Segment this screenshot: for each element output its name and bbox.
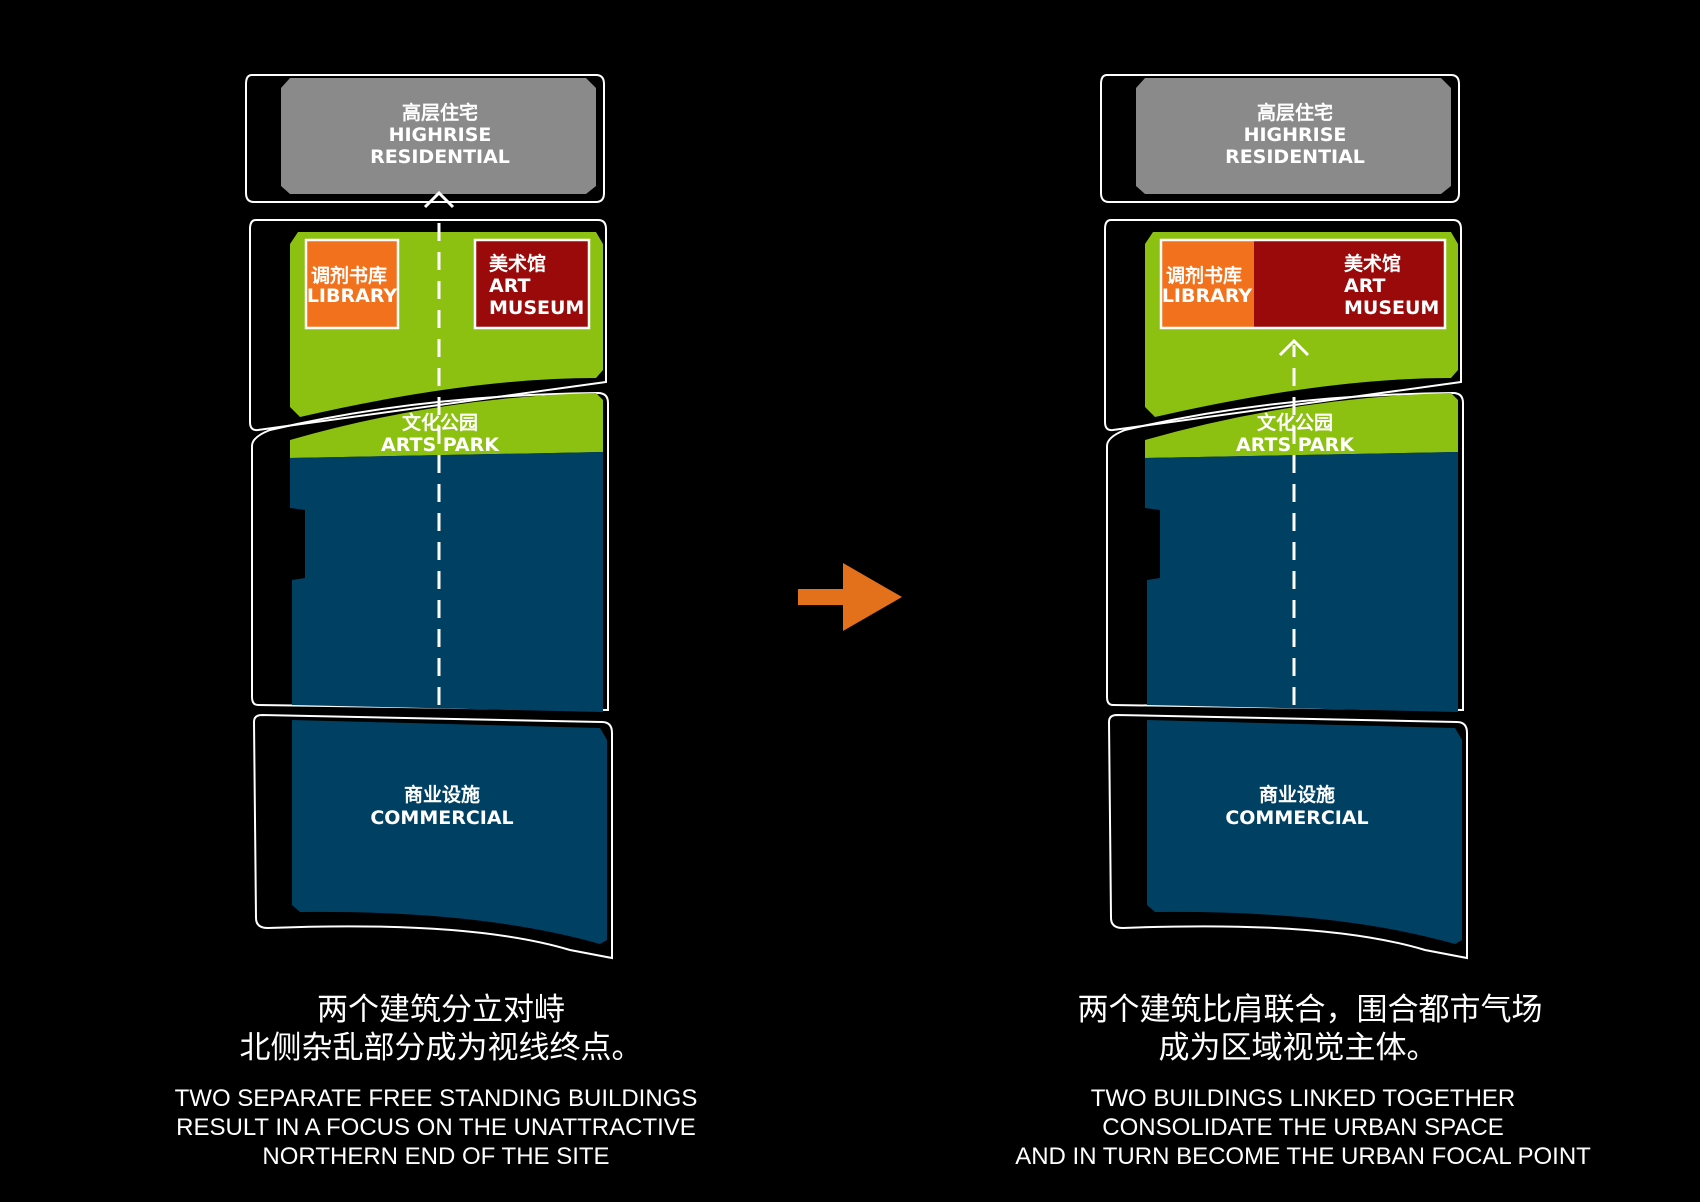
residential-label-en2: RESIDENTIAL — [370, 146, 510, 168]
view-axis-arrowhead-icon — [1278, 338, 1310, 357]
park-block-outline — [249, 219, 607, 432]
commercial-label-zh: 商业设施 — [1259, 783, 1335, 806]
left-caption-zh-line1: 两个建筑分立对峙 — [317, 992, 565, 1028]
park-block-outline — [1104, 219, 1462, 432]
residential-block — [281, 78, 596, 194]
library-block — [1161, 240, 1254, 328]
right-arrow-icon — [798, 563, 902, 631]
commercial-outline — [1107, 713, 1468, 960]
library-label-en: LIBRARY — [307, 285, 398, 307]
park-label-en: ARTS PARK — [381, 434, 500, 456]
library-label-zh: 调剂书库 — [1166, 264, 1242, 287]
left-panel: 调剂书库 LIBRARY 美术馆 ART MUSEUM 高层住宅 HIGHRIS… — [175, 74, 698, 1170]
commercial-area-upper — [1145, 452, 1458, 712]
commercial-area-upper — [290, 452, 603, 712]
residential-label-en2: RESIDENTIAL — [1225, 146, 1365, 168]
museum-label-zh: 美术馆 — [1344, 252, 1401, 275]
park-label-en: ARTS PARK — [1236, 434, 1355, 456]
museum-block — [473, 238, 591, 330]
residential-label-zh: 高层住宅 — [1257, 101, 1333, 124]
right-panel: 调剂书库 LIBRARY 美术馆 ART MUSEUM 高层住宅 HIGHRIS… — [1015, 74, 1591, 1170]
residential-label-en1: HIGHRISE — [389, 124, 492, 146]
commercial-block — [292, 720, 607, 944]
park-label-zh: 文化公园 — [1257, 411, 1333, 434]
commercial-label-en: COMMERCIAL — [1225, 807, 1368, 829]
museum-label-en1: ART — [1344, 275, 1385, 297]
left-caption-en-line3: NORTHERN END OF THE SITE — [262, 1143, 609, 1170]
residential-label-zh: 高层住宅 — [402, 101, 478, 124]
right-caption-en-line2: CONSOLIDATE THE URBAN SPACE — [1102, 1114, 1503, 1141]
middle-outline — [251, 391, 609, 712]
museum-block — [1254, 240, 1445, 328]
library-label-en: LIBRARY — [1162, 285, 1253, 307]
park-label-zh: 文化公园 — [402, 411, 478, 434]
view-axis-arrowhead-icon — [423, 190, 455, 209]
residential-block — [1136, 78, 1451, 194]
commercial-block — [1147, 720, 1462, 944]
commercial-outline — [252, 713, 613, 960]
museum-label-en2: MUSEUM — [1344, 297, 1439, 319]
museum-label-en1: ART — [489, 275, 530, 297]
library-label-zh: 调剂书库 — [311, 264, 387, 287]
right-caption-en-line1: TWO BUILDINGS LINKED TOGETHER — [1091, 1085, 1516, 1112]
left-caption-zh-line2: 北侧杂乱部分成为视线终点。 — [240, 1030, 643, 1066]
library-block — [304, 238, 400, 330]
museum-label-en2: MUSEUM — [489, 297, 584, 319]
arts-park-band — [290, 393, 603, 490]
residential-outline — [1100, 74, 1460, 203]
commercial-label-zh: 商业设施 — [404, 783, 480, 806]
residential-label-en1: HIGHRISE — [1244, 124, 1347, 146]
arts-park-band — [1145, 393, 1458, 490]
commercial-label-en: COMMERCIAL — [370, 807, 513, 829]
museum-label-zh: 美术馆 — [489, 252, 546, 275]
middle-outline — [1106, 391, 1464, 712]
left-caption-en-line1: TWO SEPARATE FREE STANDING BUILDINGS — [175, 1085, 698, 1112]
left-caption-en-line2: RESULT IN A FOCUS ON THE UNATTRACTIVE — [176, 1114, 696, 1141]
right-caption-en-line3: AND IN TURN BECOME THE URBAN FOCAL POINT — [1015, 1143, 1591, 1170]
linked-buildings-outline — [1159, 238, 1447, 330]
residential-outline — [245, 74, 605, 203]
right-caption-zh-line2: 成为区域视觉主体。 — [1159, 1030, 1438, 1066]
right-caption-zh-line1: 两个建筑比肩联合，围合都市气场 — [1078, 992, 1543, 1028]
